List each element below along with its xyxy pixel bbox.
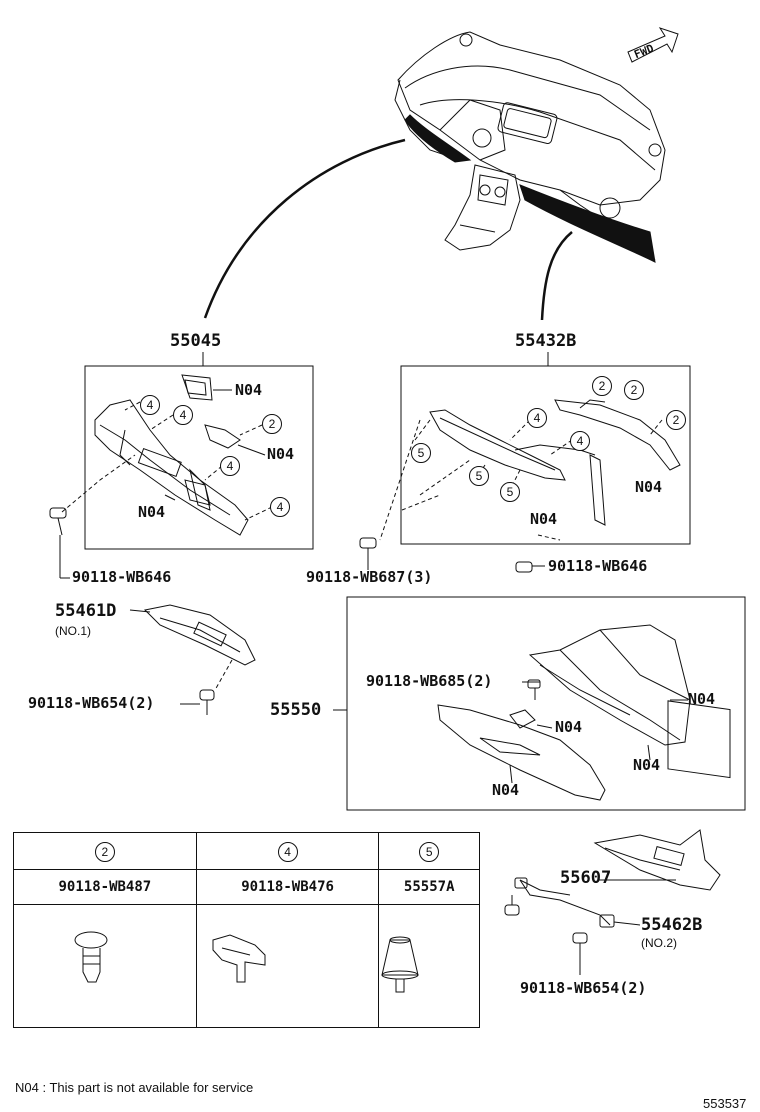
- ref-circle: 2: [94, 841, 115, 862]
- ref-circle: 2: [592, 376, 612, 396]
- ref-circle: 4: [140, 395, 160, 415]
- screw-part-number: 90118-WB654(2): [520, 979, 647, 997]
- part-sub-label: (NO.1): [55, 624, 91, 638]
- ref-circle: 2: [666, 410, 686, 430]
- legend-ref-cell: 2: [13, 832, 197, 870]
- part-number-55045: 55045: [170, 331, 222, 351]
- footnote: N04 : This part is not available for ser…: [15, 1080, 254, 1095]
- ref-circle: 5: [469, 466, 489, 486]
- legend-part-cell: 90118-WB487: [13, 869, 197, 905]
- legend-part-cell: 90118-WB476: [195, 869, 380, 905]
- ref-circle: 5: [419, 841, 440, 862]
- ref-circle: 2: [262, 414, 282, 434]
- n04-callout: N04: [530, 510, 558, 528]
- screw-part-number: 90118-WB685(2): [366, 672, 493, 690]
- part-number-55432B: 55432B: [515, 331, 577, 351]
- legend-part-cell: 55557A: [378, 869, 480, 905]
- part-number-55462B: 55462B: [641, 915, 703, 935]
- ref-circle: 4: [173, 405, 193, 425]
- screw-part-number: 90118-WB646: [72, 568, 172, 586]
- n04-callout: N04: [633, 756, 661, 774]
- n04-callout: N04: [267, 445, 295, 463]
- screw-part-number: 90118-WB646: [548, 557, 648, 575]
- legend-ref-cell: 5: [378, 832, 480, 870]
- screw-part-number: 90118-WB654(2): [28, 694, 155, 712]
- n04-callout: N04: [138, 503, 166, 521]
- ref-circle: 4: [570, 431, 590, 451]
- ref-circle: 4: [527, 408, 547, 428]
- part-number-55550: 55550: [270, 700, 322, 720]
- ref-circle: 4: [270, 497, 290, 517]
- group-box-55432B: [400, 365, 691, 545]
- group-box-55550: [346, 596, 746, 811]
- legend-icon-cell: [195, 904, 380, 1028]
- n04-callout: N04: [492, 781, 520, 799]
- n04-callout: N04: [688, 690, 716, 708]
- ref-circle: 5: [411, 443, 431, 463]
- legend-icon-cell: [378, 904, 480, 1028]
- n04-callout: N04: [235, 381, 263, 399]
- dashboard-illustration: [394, 31, 666, 261]
- part-number-55461D: 55461D: [55, 601, 117, 621]
- legend-icon-cell: [13, 904, 197, 1028]
- ref-circle: 2: [624, 380, 644, 400]
- fastener-legend-table: 2 4 5 90118-WB487 90118-WB476 55557A: [13, 832, 480, 1028]
- legend-ref-cell: 4: [195, 832, 380, 870]
- n04-callout: N04: [635, 478, 663, 496]
- n04-callout: N04: [555, 718, 583, 736]
- ref-circle: 5: [500, 482, 520, 502]
- part-number-55607: 55607: [560, 868, 612, 888]
- ref-circle: 4: [220, 456, 240, 476]
- screw-part-number: 90118-WB687(3): [306, 568, 433, 586]
- diagram-id: 553537: [703, 1096, 747, 1111]
- group-box-55045: [84, 365, 314, 550]
- part-sub-label: (NO.2): [641, 936, 677, 950]
- ref-circle: 4: [277, 841, 298, 862]
